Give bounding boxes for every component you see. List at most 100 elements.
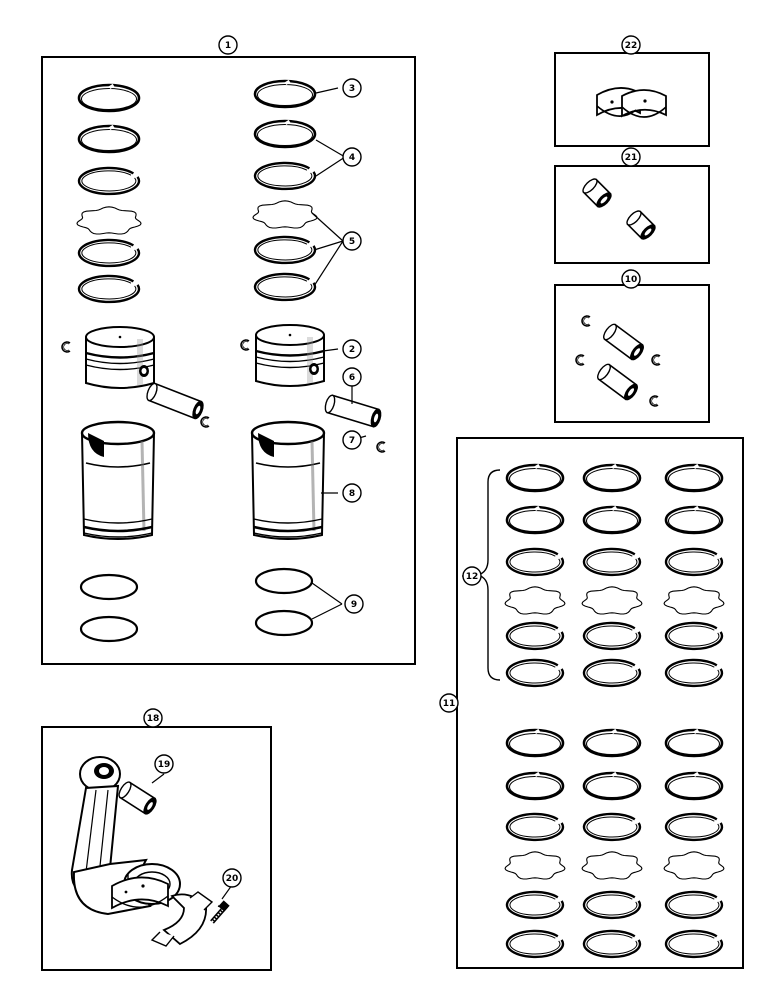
kit11-top-ring-c2-r1 [582, 463, 642, 493]
kit22-bearing-halves [596, 87, 667, 118]
kit1-right-oring-1 [254, 567, 314, 595]
callout-20: 20 [222, 868, 242, 888]
kit18-bushing [118, 781, 157, 815]
leader-line-5 [313, 240, 344, 251]
callout-5: 5 [342, 231, 362, 251]
callout-9: 9 [344, 594, 364, 614]
kit10-clip-4 [649, 395, 659, 407]
kit11-bottom-ring-c1-r2 [505, 771, 565, 801]
kit21-bushing-2 [626, 210, 656, 240]
callout-4: 4 [342, 147, 362, 167]
leader-line-6 [313, 240, 344, 287]
kit1-left-clip-top [61, 341, 71, 353]
kit1-right-ring-5 [253, 235, 317, 265]
kit11-top-ring-c3-r4 [663, 586, 725, 615]
kit1-left-ring-6 [77, 274, 141, 304]
callout-number: 21 [625, 153, 638, 163]
callout-number: 4 [349, 153, 355, 163]
kit1-left-ring-5 [77, 238, 141, 268]
callout-21: 21 [621, 147, 641, 167]
callout-number: 1 [225, 41, 231, 51]
leader-line-14 [151, 773, 165, 784]
kit1-right-ring-1 [253, 79, 317, 109]
kit11-top-ring-c3-r1 [664, 463, 724, 493]
kit11-bottom-ring-c1-r4 [504, 851, 566, 880]
callout-10: 10 [621, 269, 641, 289]
kit1-right-piston [255, 324, 325, 387]
callout-number: 6 [349, 373, 355, 383]
callout-number: 11 [443, 699, 456, 709]
kit11-bottom-ring-c2-r2 [582, 771, 642, 801]
kit11-top-ring-c2-r3 [582, 547, 642, 577]
kit18-bearing-shells [111, 876, 169, 910]
kit11-top-ring-c1-r5 [505, 621, 565, 651]
kit10-pin-1 [603, 323, 644, 361]
leader-line-3 [315, 156, 346, 177]
kit11-bottom-ring-c2-r4 [581, 851, 643, 880]
kit11-bottom-ring-c2-r5 [582, 890, 642, 920]
callout-8: 8 [342, 483, 362, 503]
leader-line-7 [322, 348, 339, 352]
callout-1: 1 [218, 35, 238, 55]
callout-number: 5 [349, 237, 355, 247]
kit11-top-ring-c1-r6 [505, 658, 565, 688]
leader-line-11 [311, 582, 343, 605]
callout-number: 20 [226, 874, 239, 884]
callout-19: 19 [154, 754, 174, 774]
callout-number: 2 [349, 345, 355, 355]
kit11-bottom-ring-c2-r1 [582, 728, 642, 758]
kit11-bottom-ring-c2-r6 [582, 929, 642, 959]
kit11-bottom-ring-c1-r1 [505, 728, 565, 758]
callout-number: 9 [351, 600, 357, 610]
kit11-bottom-ring-c1-r5 [505, 890, 565, 920]
kit11-top-ring-c1-r1 [505, 463, 565, 493]
kit11-bottom-ring-c3-r5 [664, 890, 724, 920]
kit10-clip-3 [651, 354, 661, 366]
kit1-left-ring-4 [76, 206, 142, 235]
kit11-bottom-ring-c3-r3 [664, 812, 724, 842]
kit11-top-ring-c3-r5 [664, 621, 724, 651]
kit11-top-ring-c2-r2 [582, 505, 642, 535]
kit1-left-ring-2 [77, 124, 141, 154]
kit-1-frame [41, 56, 416, 665]
kit11-top-ring-c3-r3 [664, 547, 724, 577]
kit11-bottom-ring-c3-r4 [663, 851, 725, 880]
kit1-left-pin [146, 382, 204, 420]
leader-line-12 [311, 603, 343, 620]
callout-11: 11 [439, 693, 459, 713]
kit21-bushing-1 [582, 178, 612, 208]
kit11-top-ring-c2-r4 [581, 586, 643, 615]
callout-number: 3 [349, 84, 355, 94]
leader-line-2 [315, 139, 346, 158]
kit18-rod-cap [150, 891, 214, 947]
callout-3: 3 [342, 78, 362, 98]
kit1-right-clip-top [240, 339, 250, 351]
kit1-left-oring-2 [79, 615, 139, 643]
callout-2: 2 [342, 339, 362, 359]
kit1-right-ring-6 [253, 272, 317, 302]
kit1-right-pin [324, 394, 382, 428]
kit10-clip-1 [581, 315, 591, 327]
leader-line-1 [315, 87, 339, 94]
kit1-right-clip-bottom [376, 441, 386, 453]
kit11-top-ring-c3-r6 [664, 658, 724, 688]
piston-ring-set [76, 79, 725, 959]
callout-12: 12 [462, 566, 482, 586]
callout-22: 22 [621, 35, 641, 55]
kit11-top-ring-c1-r3 [505, 547, 565, 577]
callout-6: 6 [342, 367, 362, 387]
kit11-bottom-ring-c3-r1 [664, 728, 724, 758]
kit11-top-ring-c2-r6 [582, 658, 642, 688]
kit1-left-clip-bottom [200, 416, 210, 428]
callout-number: 22 [625, 41, 638, 51]
kit-11-frame [456, 437, 744, 969]
kit1-right-ring-3 [253, 161, 317, 191]
callout-number: 12 [466, 572, 479, 582]
kit11-top-ring-c1-r2 [505, 505, 565, 535]
kit1-right-liner [250, 420, 326, 540]
kit11-bottom-ring-c1-r6 [505, 929, 565, 959]
kit1-left-ring-1 [77, 83, 141, 113]
callout-number: 10 [625, 275, 638, 285]
kit11-bottom-ring-c3-r2 [664, 771, 724, 801]
